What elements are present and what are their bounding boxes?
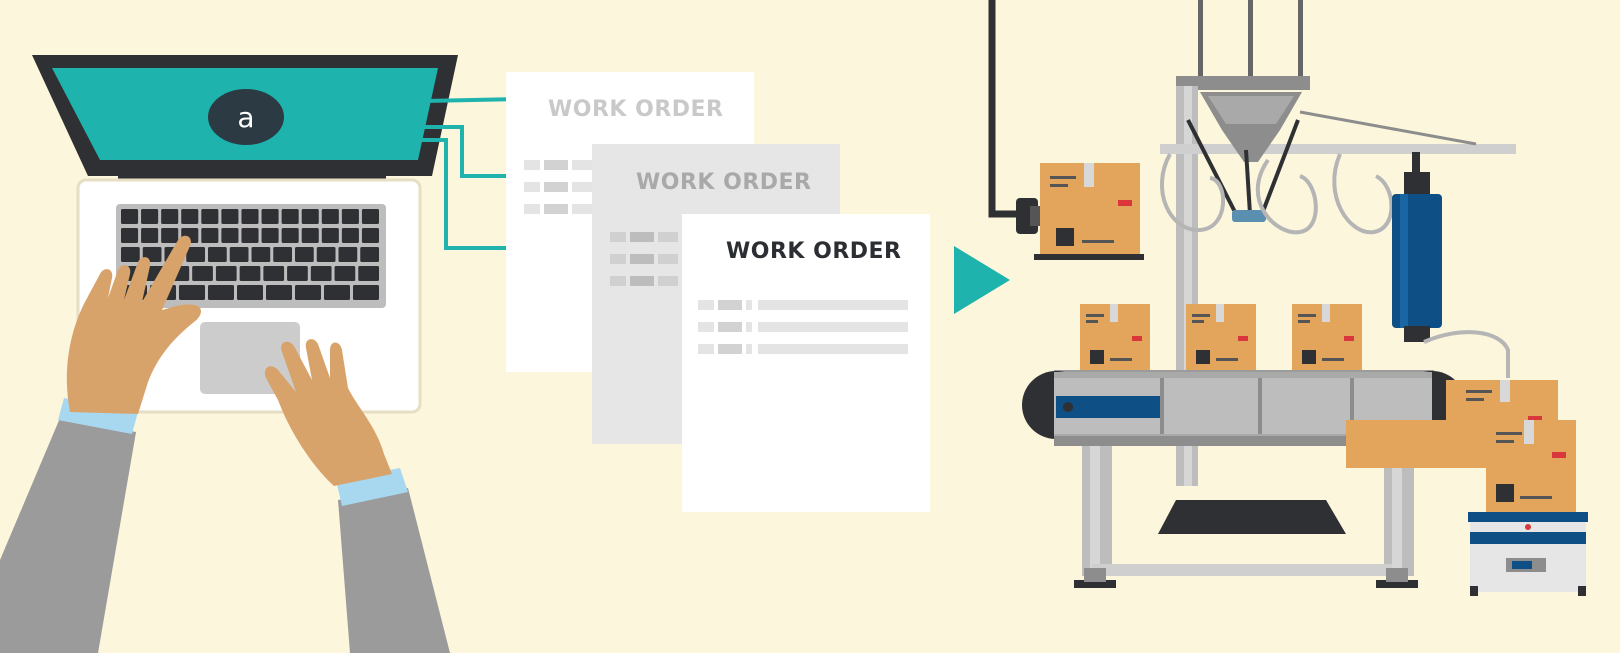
robot-arm-icon (988, 0, 1516, 486)
keyboard-key (287, 266, 308, 281)
doc-lines-1 (524, 160, 592, 214)
keyboard-key (161, 228, 179, 243)
conveyor-icon (1022, 370, 1466, 588)
keyboard-key (361, 228, 379, 243)
play-arrow-icon (954, 246, 1010, 314)
keyboard-key (239, 266, 261, 281)
keyboard-key (295, 285, 321, 300)
keyboard-key (360, 247, 379, 262)
keyboard-key (141, 209, 159, 224)
keyboard-key (334, 266, 356, 281)
work-order-title-3: WORK ORDER (726, 239, 902, 264)
keyboard-key (181, 209, 199, 224)
keyboard-key (281, 209, 299, 224)
keyboard-key (310, 266, 332, 281)
keyboard-key (358, 266, 379, 281)
work-order-title-1: WORK ORDER (548, 97, 724, 122)
hand-left-icon (66, 235, 201, 414)
box-icon (1292, 304, 1362, 374)
keyboard-key (186, 247, 205, 262)
keyboard-key (261, 209, 279, 224)
keyboard-key (301, 228, 319, 243)
connector-1 (423, 97, 523, 103)
keyboard-key (241, 228, 259, 243)
keyboard-key (281, 228, 299, 243)
hand-right-icon (264, 339, 392, 486)
box-icon (1034, 163, 1144, 260)
doc-lines-2 (610, 232, 678, 286)
work-order-title-2: WORK ORDER (636, 170, 812, 195)
keyboard-key (237, 285, 263, 300)
keyboard-key (353, 285, 379, 300)
app-logo-icon (208, 89, 284, 145)
keyboard-key (121, 247, 140, 262)
keyboard-key (321, 209, 339, 224)
keyboard-key (208, 247, 227, 262)
keyboard-key (263, 266, 285, 281)
keyboard-key (121, 209, 139, 224)
keyboard-key (161, 209, 179, 224)
work-order-doc-3: WORK ORDER (682, 214, 930, 512)
keyboard-key (361, 209, 379, 224)
keyboard-key (192, 266, 213, 281)
keyboard-key (208, 285, 234, 300)
keyboard-key (201, 209, 219, 224)
keyboard-key (241, 209, 259, 224)
keyboard-key (273, 247, 292, 262)
keyboard-key (179, 285, 205, 300)
left-sleeve (0, 418, 136, 653)
doc-lines-3 (698, 300, 908, 354)
keyboard-key (121, 228, 139, 243)
keyboard-key (321, 228, 339, 243)
conveyor-boxes (1080, 304, 1362, 374)
keyboard-key (324, 285, 350, 300)
keyboard-key (201, 228, 219, 243)
keyboard-key (141, 228, 159, 243)
stacked-boxes (1346, 380, 1576, 512)
keyboard-key (338, 247, 358, 262)
keyboard-key (221, 209, 239, 224)
agv-cart (1468, 512, 1588, 596)
box-icon (1186, 304, 1256, 374)
keyboard-key (251, 247, 271, 262)
keyboard-key (341, 209, 359, 224)
keyboard-key (301, 209, 319, 224)
keyboard-key (261, 228, 279, 243)
arms (0, 398, 450, 653)
keyboard-key (229, 247, 249, 262)
app-logo-letter: a (237, 101, 254, 134)
right-sleeve (338, 488, 450, 653)
keyboard-key (266, 285, 292, 300)
keyboard-key (295, 247, 314, 262)
keyboard-key (215, 266, 237, 281)
box-icon (1080, 304, 1150, 374)
keyboard-key (316, 247, 336, 262)
keyboard-key (341, 228, 359, 243)
keyboard-key (221, 228, 239, 243)
